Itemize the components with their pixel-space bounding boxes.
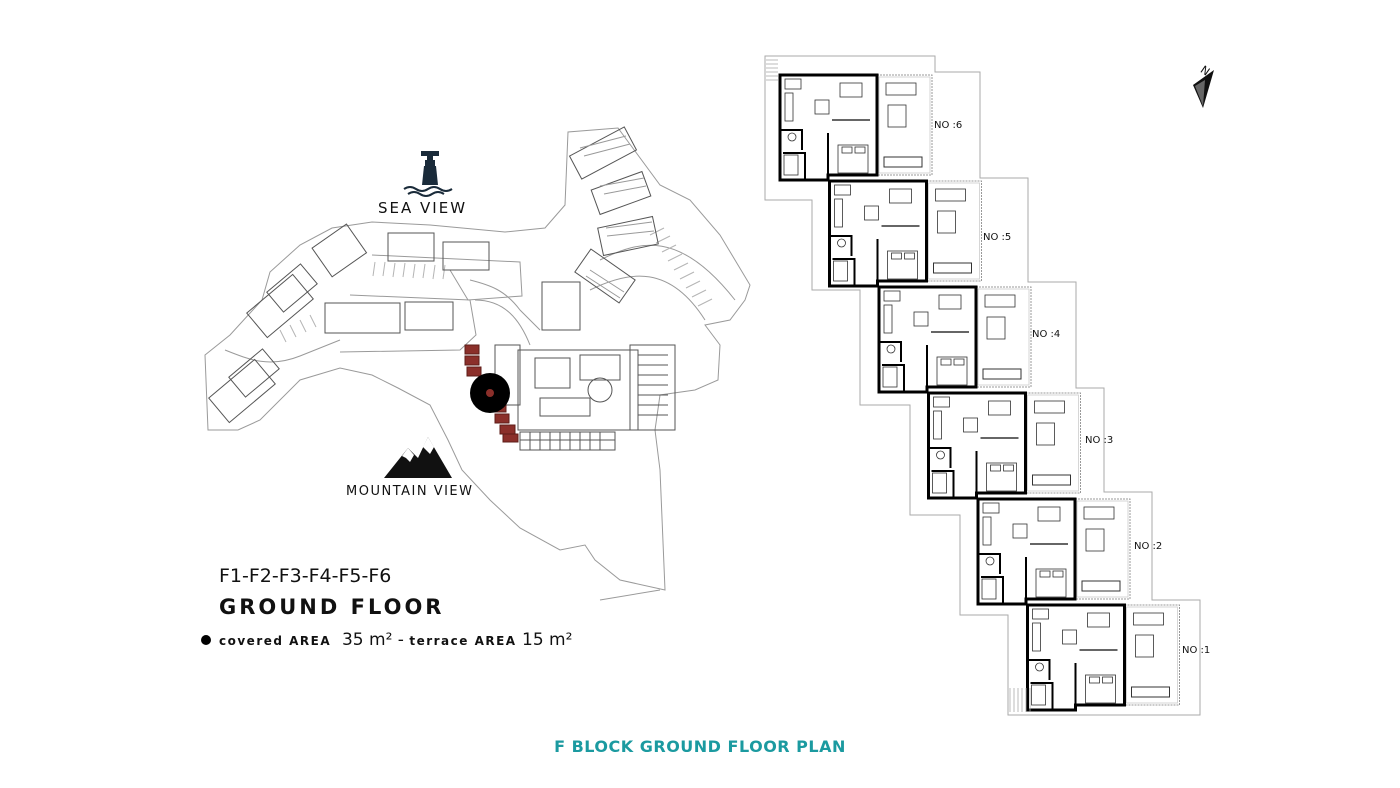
area-separator: - — [397, 630, 404, 650]
apartment-unit — [1026, 603, 1180, 712]
mountain-view-label: MOUNTAIN VIEW — [346, 484, 474, 499]
unit-label-3: NO :3 — [1085, 435, 1114, 446]
floor-plan — [764, 55, 1201, 716]
apartment-unit — [927, 391, 1081, 500]
unit-label-5: NO :5 — [983, 232, 1012, 243]
covered-area-value: 35 m² — [341, 630, 393, 650]
unit-label-6: NO :6 — [934, 120, 963, 131]
plan-title: F BLOCK GROUND FLOOR PLAN — [554, 737, 846, 756]
unit-label-4: NO :4 — [1032, 329, 1061, 340]
north-arrow-icon — [1193, 70, 1214, 108]
apartment-unit — [778, 73, 933, 182]
floor-title: GROUND FLOOR — [219, 595, 445, 619]
unit-label-2: NO :2 — [1134, 541, 1163, 552]
sea-view-label: SEA VIEW — [378, 199, 468, 217]
mountain-icon — [384, 437, 452, 478]
covered-area-label: covered AREA — [219, 634, 332, 648]
unit-label-1: NO :1 — [1182, 645, 1211, 656]
apartment-unit — [828, 179, 982, 288]
apartment-unit — [877, 285, 1032, 394]
lighthouse-icon — [403, 151, 453, 197]
area-summary: covered AREA 35 m² - terrace AREA 15 m² — [201, 630, 572, 650]
site-plan — [204, 126, 751, 601]
apartment-unit — [976, 497, 1131, 606]
terrace-area-value: 15 m² — [522, 630, 573, 650]
units-label: F1-F2-F3-F4-F5-F6 — [219, 565, 392, 587]
block-outline — [764, 55, 1201, 716]
terrace-area-label: terrace AREA — [409, 634, 517, 648]
bullet-icon — [201, 635, 211, 645]
